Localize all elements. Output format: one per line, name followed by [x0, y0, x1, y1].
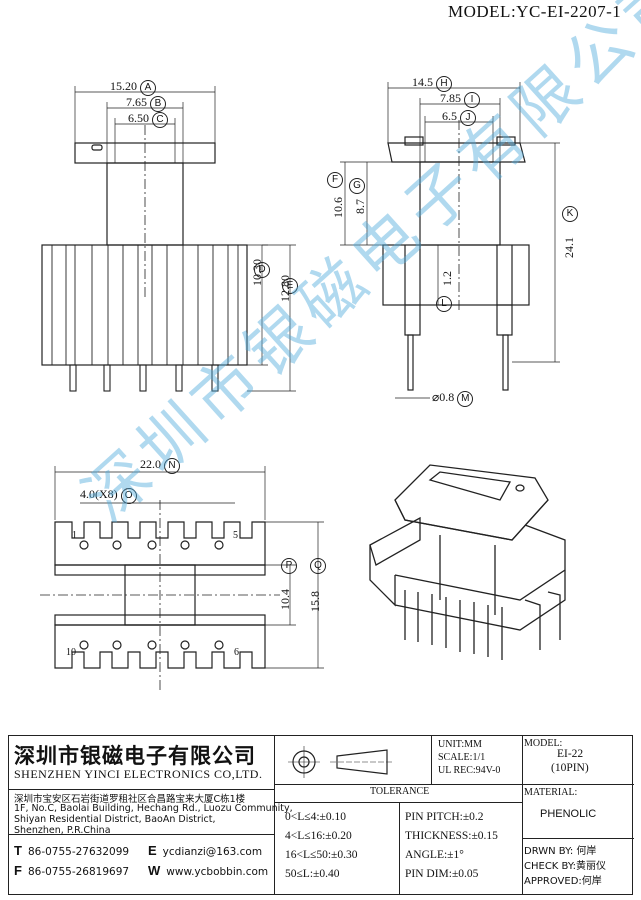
tol-left-4: 50≤L:±0.40: [285, 868, 340, 880]
bottom-top-row: [54, 521, 266, 566]
bottom-bottom-row: [54, 624, 266, 669]
title-block: [8, 735, 634, 895]
unit: UNIT:MM: [438, 739, 482, 750]
side-flange: [387, 142, 526, 163]
dim-q: 15.8: [308, 591, 322, 612]
dim-l-label: L: [436, 296, 452, 312]
check-by: CHECK BY:黄丽仪: [524, 861, 607, 872]
address-cn: 深圳市宝安区石岩街道罗租社区合昌路宝来大厦C栋1楼: [14, 794, 246, 805]
dim-h: 14.5 H: [412, 75, 452, 92]
dim-k: 24.1: [562, 237, 576, 258]
model-pins: (10PIN): [551, 762, 589, 774]
dim-d-label: D: [254, 262, 270, 278]
pin-6-label: 6: [234, 647, 239, 658]
pin-1-label: 1: [72, 530, 77, 541]
address-en-1: 1F, No.C, Baolai Building, Hechang Rd., …: [14, 803, 293, 814]
dim-m: ⌀0.8 M: [432, 390, 474, 407]
model-label: MODEL:: [524, 738, 563, 749]
technical-drawing: [40, 82, 566, 690]
scale: SCALE:1/1: [438, 752, 486, 763]
projection-symbol-icon: [288, 746, 394, 778]
tol-left-3: 16<L≤50:±0.30: [285, 849, 358, 861]
material-label: MATERIAL:: [524, 787, 578, 798]
dim-o: 4.0(X8) O: [80, 487, 137, 504]
ul-rec: UL REC:94V-0: [438, 765, 501, 776]
pin-5-label: 5: [233, 530, 238, 541]
dim-j: 6.5 J: [442, 109, 476, 126]
model-value: EI-22: [557, 748, 584, 760]
tol-left-2: 4<L≤16:±0.20: [285, 830, 352, 842]
dim-a: 15.20 A: [110, 79, 156, 96]
material-value: PHENOLIC: [540, 808, 597, 820]
dim-k-label: K: [562, 206, 578, 222]
dim-f-label: F: [327, 172, 343, 188]
tol-right-4: PIN DIM:±0.05: [405, 868, 479, 880]
tol-right-1: PIN PITCH:±0.2: [405, 811, 484, 823]
dim-b: 7.65 B: [126, 95, 166, 112]
dim-p-label: P: [281, 558, 297, 574]
dim-q-label: Q: [310, 558, 326, 574]
tolerance-title: TOLERANCE: [370, 786, 430, 797]
dim-l: 1.2: [440, 271, 454, 286]
drawn-by: DRWN BY: 何岸: [524, 846, 597, 857]
address-en-2: Shiyan Residential District, BaoAn Distr…: [14, 814, 216, 825]
pin-10-label: 10: [66, 647, 76, 658]
side-body: [382, 244, 530, 306]
model-title: MODEL:YC-EI-2207-1: [448, 2, 622, 21]
dim-e-label: E: [282, 278, 298, 294]
address-en-3: Shenzhen, P.R.China: [14, 825, 111, 836]
dim-c: 6.50 C: [128, 111, 168, 128]
tol-left-1: 0<L≤4:±0.10: [285, 811, 346, 823]
dim-n: 22.0 N: [140, 457, 180, 474]
tol-right-3: ANGLE:±1°: [405, 849, 464, 861]
company-name-en: SHENZHEN YINCI ELECTRONICS CO,LTD.: [14, 767, 263, 781]
tol-right-2: THICKNESS:±0.15: [405, 830, 498, 842]
approved-by: APPROVED:何岸: [524, 876, 602, 887]
isometric-view: [369, 464, 566, 660]
company-name-cn: 深圳市银磁电子有限公司: [14, 744, 256, 768]
dim-p: 10.4: [278, 589, 292, 610]
dim-i: 7.85 I: [440, 91, 480, 108]
dim-g-label: G: [349, 178, 365, 194]
